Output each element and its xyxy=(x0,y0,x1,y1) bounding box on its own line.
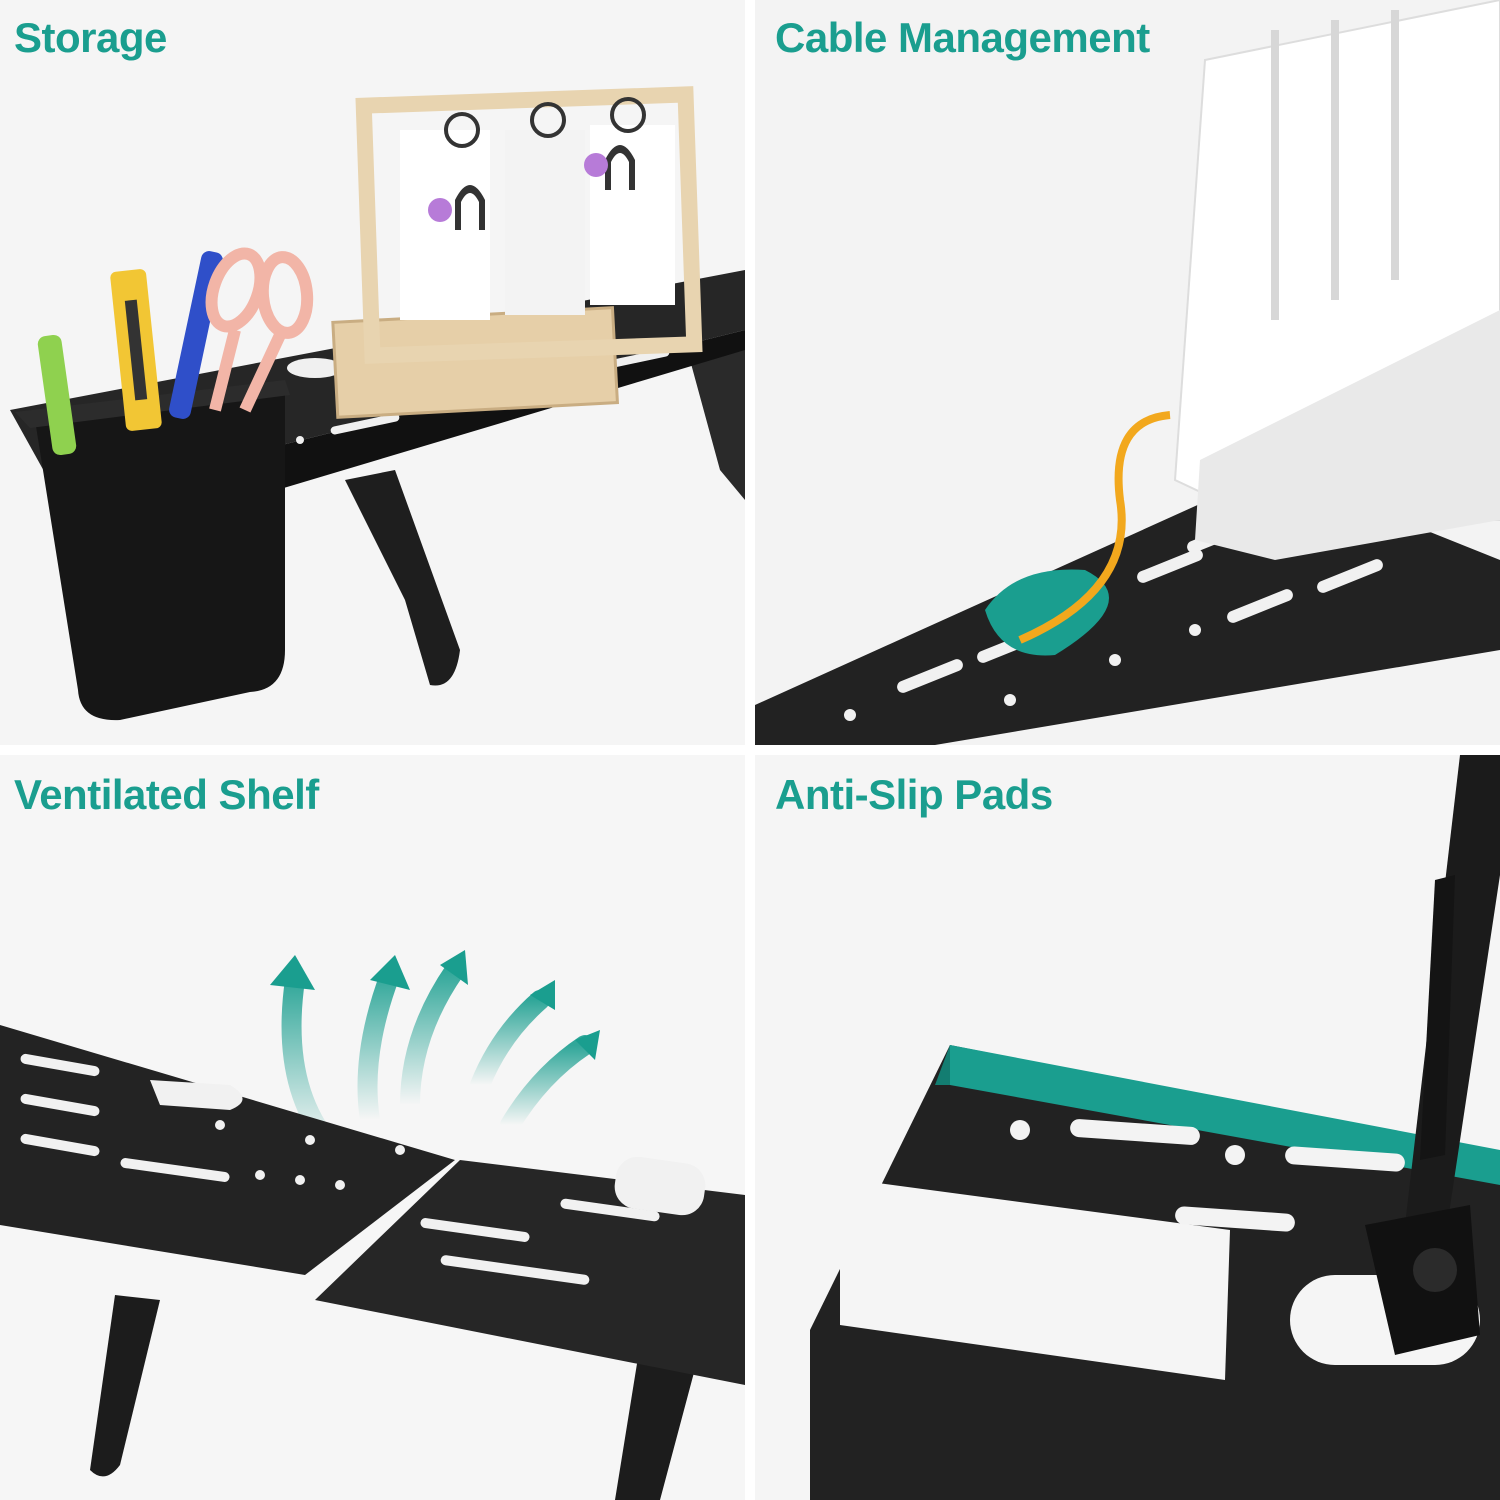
orange-cable xyxy=(1018,411,1171,644)
headphone-images xyxy=(455,145,635,230)
router-antennas xyxy=(1271,10,1399,320)
panel-ventilated-shelf: Ventilated Shelf xyxy=(0,755,745,1500)
calendar-page-2 xyxy=(505,130,585,315)
ventilated-scene xyxy=(0,755,745,1500)
green-marker xyxy=(37,334,77,456)
panel-title-cable-management: Cable Management xyxy=(775,14,1150,61)
pen-cup xyxy=(35,390,285,721)
panel-storage: Storage xyxy=(0,0,745,745)
vent-shelf-left xyxy=(0,1025,455,1275)
panel-title-anti-slip-pads: Anti-Slip Pads xyxy=(775,771,1053,818)
calendar-page-1 xyxy=(400,130,490,320)
anti-slip-pad xyxy=(950,1045,1500,1185)
vent-cutout-right xyxy=(614,1156,706,1216)
panel-title-ventilated-shelf: Ventilated Shelf xyxy=(14,771,319,818)
storage-scene xyxy=(0,0,745,745)
anti-slip-scene xyxy=(755,755,1500,1500)
pink-scissors xyxy=(205,247,314,413)
calendar-page-3 xyxy=(590,125,675,305)
shelf-round-hole xyxy=(287,358,343,378)
vent-leg-left xyxy=(90,1295,160,1477)
cable-hole xyxy=(985,569,1109,656)
vent-cutout-left xyxy=(150,1080,243,1110)
shelf-leg-back xyxy=(690,340,745,500)
panel-title-storage: Storage xyxy=(14,14,167,61)
shelf-leg-front xyxy=(345,470,460,686)
airflow-arrow-heads xyxy=(270,950,600,1060)
router-base xyxy=(1195,310,1500,560)
vent-shelf-holes xyxy=(20,1053,660,1285)
plate-cutout-rect xyxy=(840,1180,1230,1380)
calendar-rings xyxy=(444,97,646,148)
panel-cable-management: Cable Management xyxy=(755,0,1500,745)
plate-holes xyxy=(1010,1119,1405,1232)
panel-anti-slip-pads: Anti-Slip Pads xyxy=(755,755,1500,1500)
vent-leg-right xyxy=(615,1345,700,1500)
wooden-frame xyxy=(355,86,703,364)
cable-scene xyxy=(755,0,1500,745)
